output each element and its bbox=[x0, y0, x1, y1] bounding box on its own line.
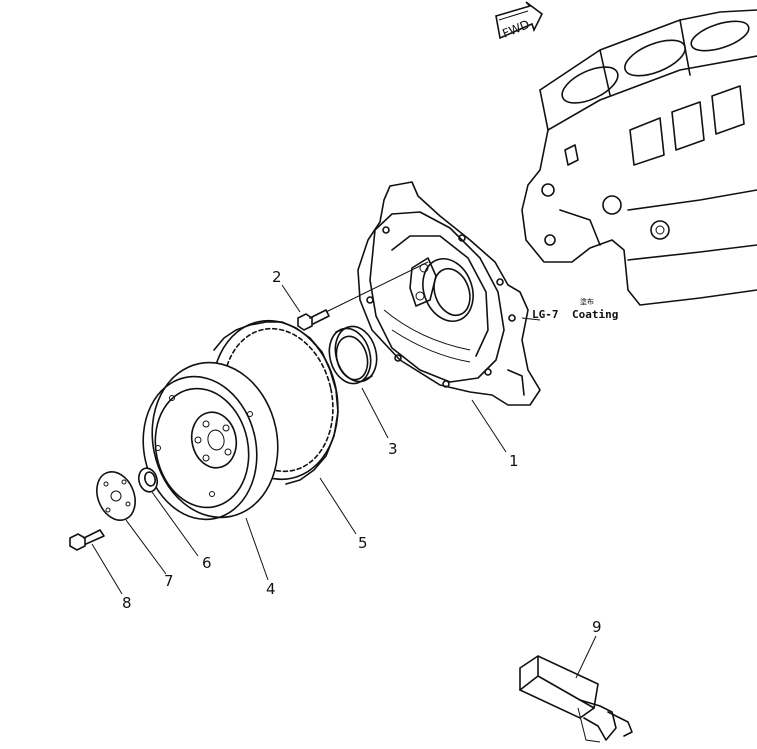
callout-4: 4 bbox=[266, 580, 276, 598]
callout-3: 3 bbox=[388, 440, 398, 458]
engine-block-drawing bbox=[521, 9, 757, 306]
callout-8: 8 bbox=[122, 594, 132, 612]
callout-7: 7 bbox=[164, 572, 174, 590]
callout-6: 6 bbox=[202, 554, 212, 572]
coating-en: Coating bbox=[572, 308, 618, 321]
bearing-6-drawing bbox=[137, 467, 159, 493]
bolt-2-drawing bbox=[297, 261, 429, 331]
bolt-8-drawing bbox=[69, 529, 105, 551]
leader-lines bbox=[91, 284, 597, 679]
callout-9: 9 bbox=[592, 618, 602, 636]
callout-5: 5 bbox=[358, 534, 368, 552]
flywheel-drawing bbox=[142, 361, 279, 521]
coating-jp: 塗布 bbox=[580, 297, 594, 306]
plate-7-drawing bbox=[96, 471, 136, 521]
coating-code: LG-7 bbox=[532, 308, 559, 321]
callout-1: 1 bbox=[509, 452, 519, 470]
flywheel-housing-drawing bbox=[357, 181, 541, 406]
fwd-arrow-icon: FWD bbox=[495, 1, 544, 41]
callout-2: 2 bbox=[272, 268, 282, 286]
tool-drawing bbox=[519, 655, 633, 743]
oil-seal-drawing bbox=[328, 325, 378, 385]
